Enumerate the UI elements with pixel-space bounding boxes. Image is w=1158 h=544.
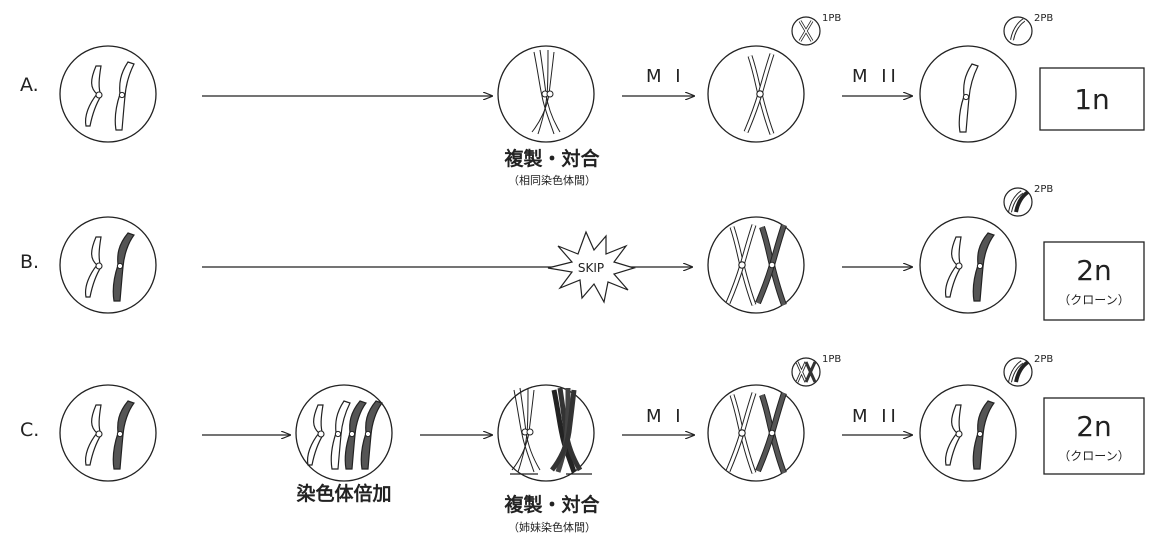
- polar-body: [1004, 188, 1032, 216]
- cell-circle: [708, 46, 804, 142]
- row-label: A.: [20, 74, 39, 96]
- cell-circle: [498, 46, 594, 142]
- polar-body: [1004, 358, 1032, 386]
- result-ploidy: 2n: [1076, 254, 1112, 287]
- result-note: （クローン）: [1058, 449, 1129, 463]
- caption-sub: （姉妹染色体間）: [508, 520, 596, 534]
- cell-circle: [708, 217, 804, 313]
- row-c: C. 染色体倍加 複製・対合 （姉妹染色体間） M I: [20, 354, 1144, 534]
- cell-circle: [60, 46, 156, 142]
- result-box: 1n: [1040, 68, 1144, 130]
- polar-body-label: 1PB: [822, 354, 841, 365]
- polar-body-label: 2PB: [1034, 13, 1053, 24]
- cell-circle: [296, 385, 392, 481]
- caption-sub: （相同染色体間）: [508, 173, 596, 187]
- polar-body: [792, 358, 820, 386]
- cell-circle: [708, 385, 804, 481]
- step-label: M I: [646, 406, 685, 427]
- cell-circle: [60, 385, 156, 481]
- polar-body: [1004, 17, 1032, 45]
- step-label: M I: [646, 66, 685, 87]
- polar-body-label: 2PB: [1034, 184, 1053, 195]
- cell-circle: [920, 217, 1016, 313]
- cell-circle: [920, 385, 1016, 481]
- step-label: M II: [852, 66, 900, 87]
- polar-body-label: 1PB: [822, 13, 841, 24]
- cell-circle: [498, 385, 594, 481]
- result-box: 2n （クローン）: [1044, 242, 1144, 320]
- cell-circle: [920, 46, 1016, 142]
- caption-main: 複製・対合: [503, 493, 600, 516]
- cell-circle: [60, 217, 156, 313]
- row-label: C.: [20, 419, 39, 441]
- row-a: A. 複製・対合 （相同染色体間） M I 1PB M II: [20, 13, 1144, 187]
- result-ploidy: 2n: [1076, 410, 1112, 443]
- row-label: B.: [20, 251, 39, 273]
- skip-burst: SKIP: [548, 232, 634, 302]
- step-label: M II: [852, 406, 900, 427]
- result-ploidy: 1n: [1074, 83, 1110, 116]
- caption-main: 染色体倍加: [296, 482, 391, 505]
- skip-label: SKIP: [578, 261, 604, 275]
- row-b: B. SKIP 2PB: [20, 184, 1144, 320]
- polar-body: [792, 17, 820, 45]
- result-note: （クローン）: [1058, 293, 1129, 307]
- result-box: 2n （クローン）: [1044, 398, 1144, 474]
- polar-body-label: 2PB: [1034, 354, 1053, 365]
- caption-main: 複製・対合: [503, 147, 600, 170]
